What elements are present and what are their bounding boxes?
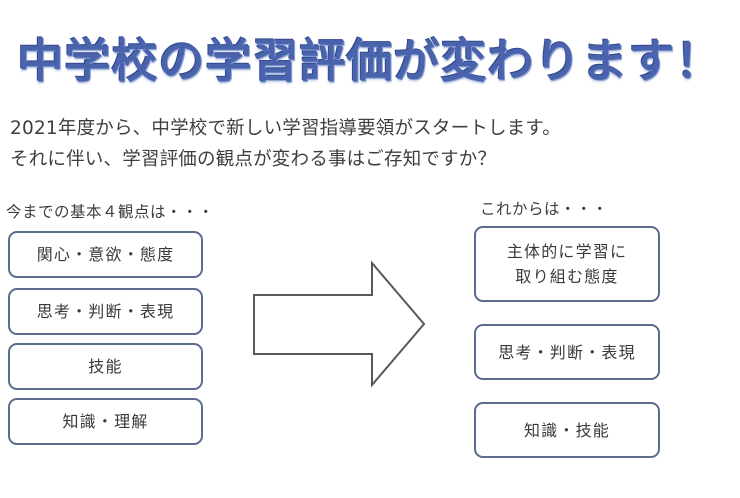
old-viewpoint-label-1: 関心・意欲・態度: [36, 245, 175, 264]
old-viewpoint-label-4: 知識・理解: [62, 412, 149, 431]
new-viewpoint-label-2: 思考・判断・表現: [498, 342, 636, 362]
old-viewpoint-label-2: 思考・判断・表現: [36, 302, 175, 321]
new-viewpoint-box-3: 知識・技能: [474, 402, 660, 458]
right-block-arrow-icon: [248, 258, 430, 390]
intro-line-1: 2021年度から、中学校で新しい学習指導要領がスタートします。: [10, 118, 561, 139]
left-column-caption: 今までの基本４観点は・・・: [6, 203, 215, 221]
old-viewpoint-box-1: 関心・意欲・態度: [8, 231, 203, 278]
new-viewpoint-label-1-line-2: 取り組む態度: [515, 267, 619, 286]
new-viewpoint-label-3: 知識・技能: [523, 420, 610, 440]
new-viewpoint-box-1: 主体的に学習に 取り組む態度: [474, 226, 660, 302]
old-viewpoint-label-3: 技能: [88, 357, 123, 376]
page-title: 中学校の学習評価が変わります！: [17, 34, 723, 88]
new-viewpoint-label-1-line-1: 主体的に学習に: [506, 242, 628, 261]
intro-line-2: それに伴い、学習評価の観点が変わる事はご存知ですか？: [10, 149, 497, 170]
old-viewpoint-box-4: 知識・理解: [8, 398, 203, 445]
intro-paragraph: 2021年度から、中学校で新しい学習指導要領がスタートします。 それに伴い、学習…: [10, 113, 710, 175]
new-viewpoint-box-2: 思考・判断・表現: [474, 324, 660, 380]
right-column-caption: これからは・・・: [480, 200, 609, 218]
old-viewpoint-box-2: 思考・判断・表現: [8, 288, 203, 335]
old-viewpoint-box-3: 技能: [8, 343, 203, 390]
